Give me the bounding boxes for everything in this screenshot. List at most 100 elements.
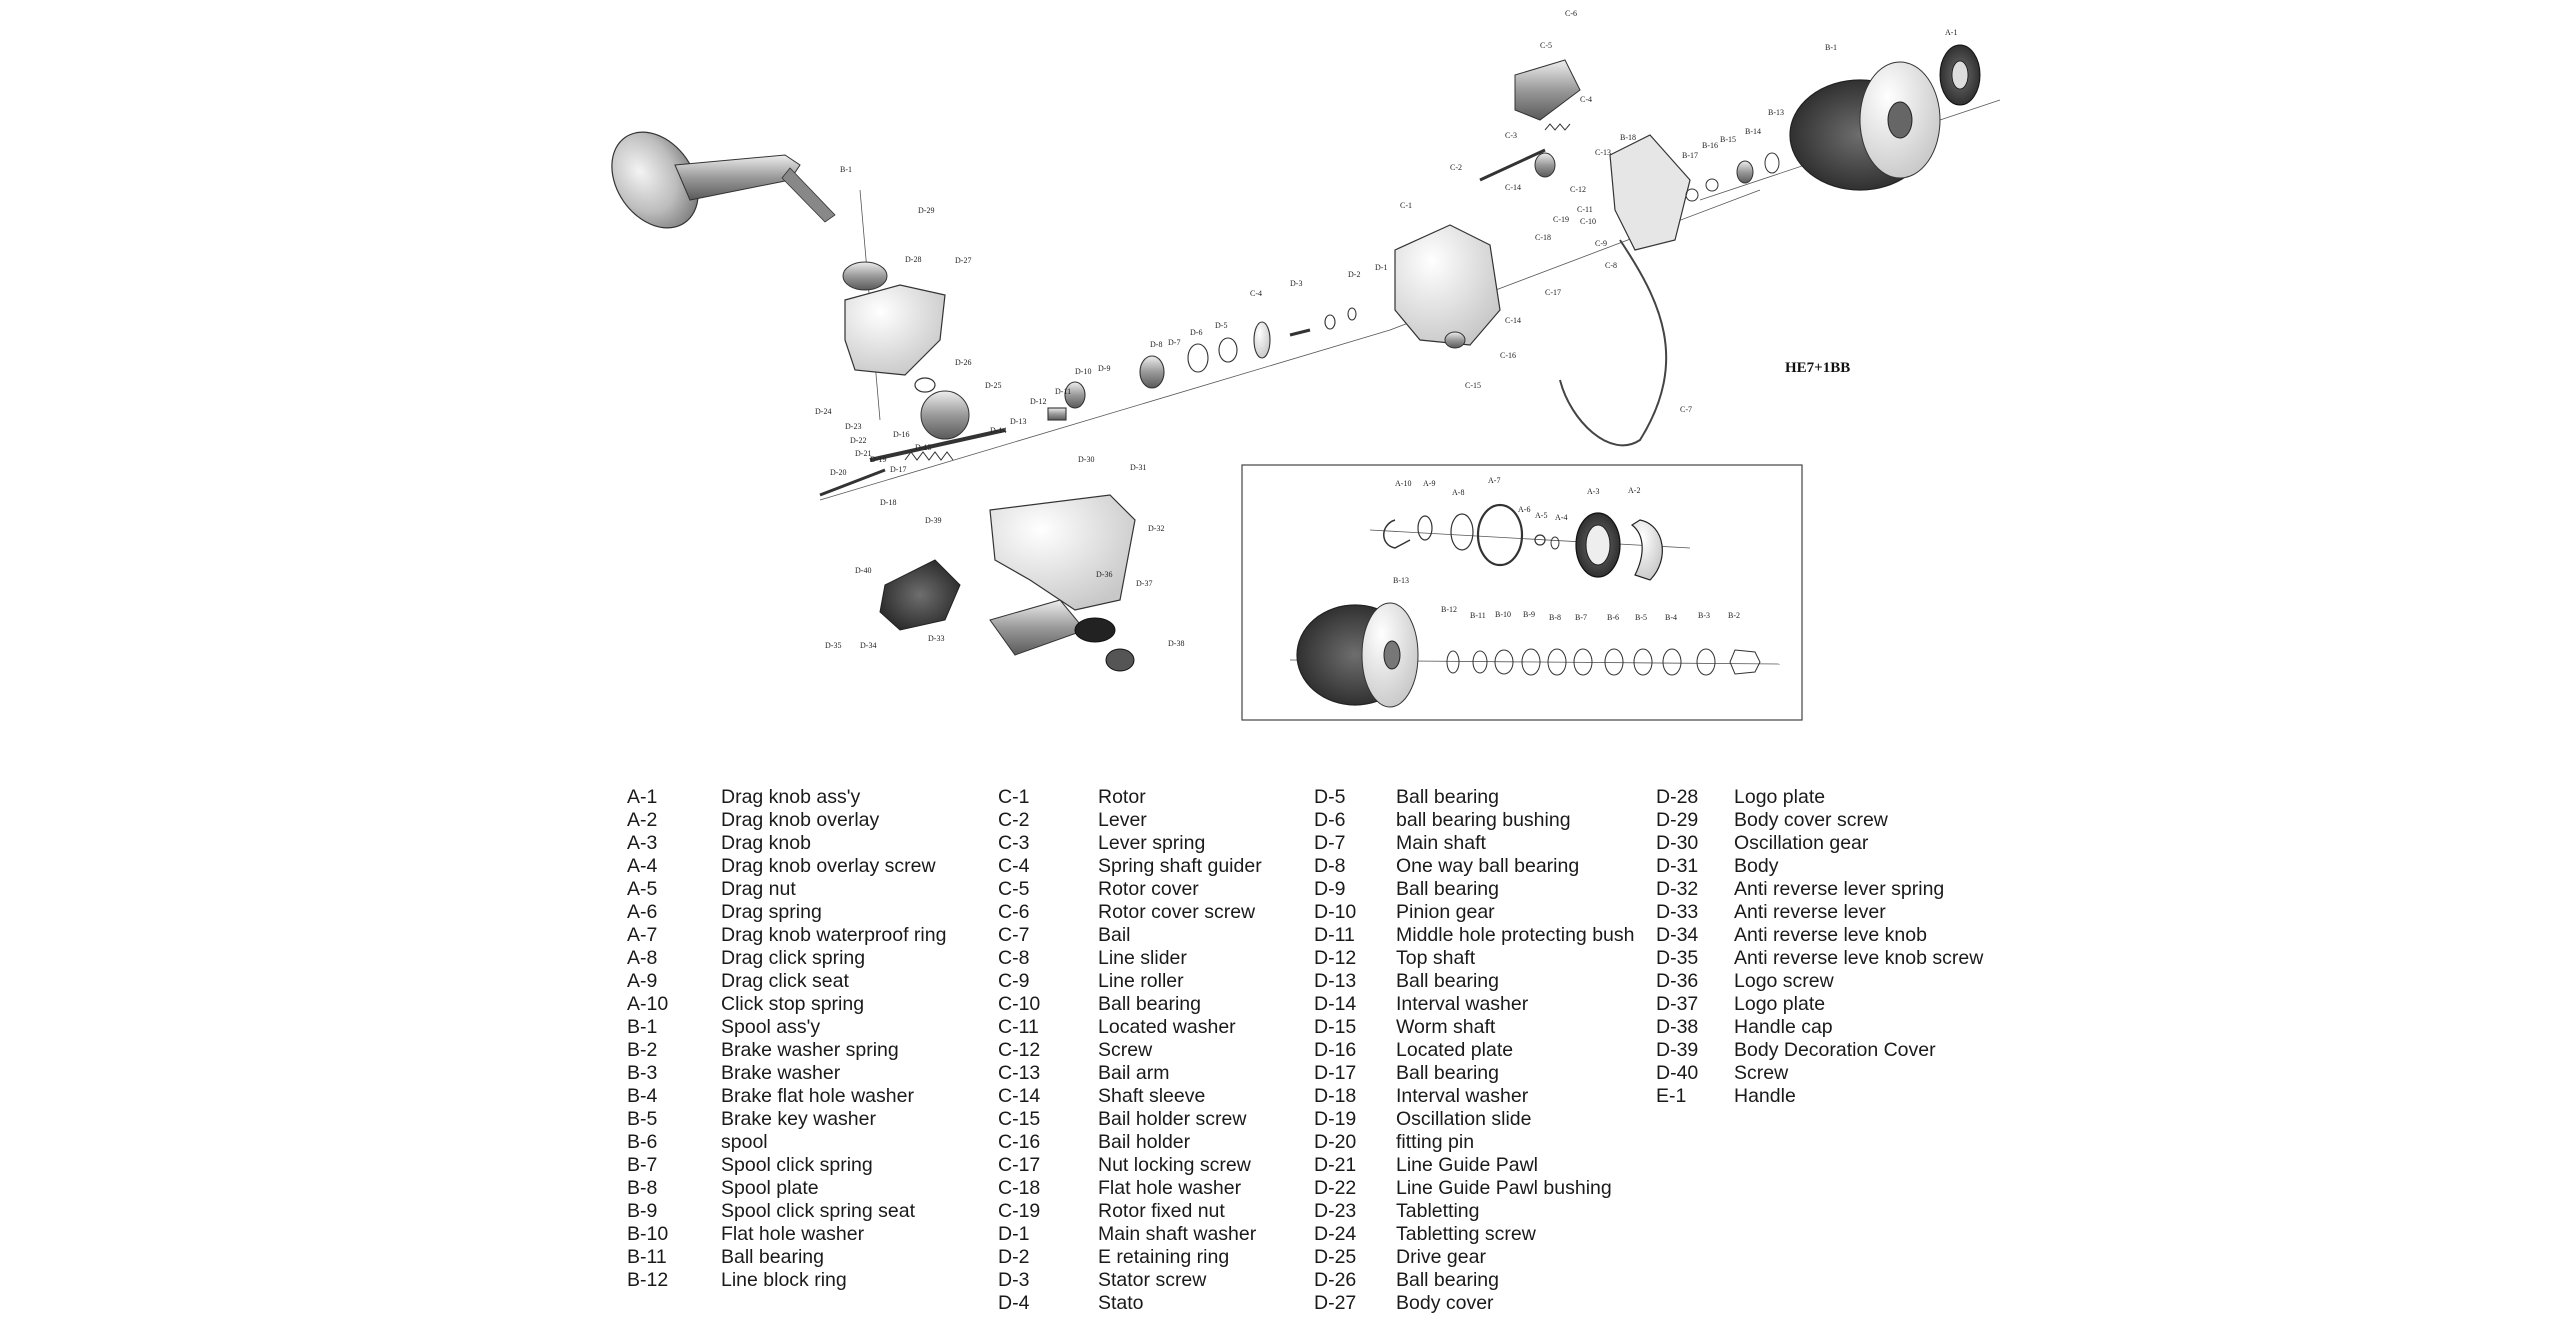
part-name: Ball bearing bbox=[1396, 878, 1499, 900]
rotor bbox=[1394, 224, 1501, 346]
callout-d26: D-26 bbox=[955, 358, 971, 367]
part-code: C-14 bbox=[998, 1085, 1041, 1107]
part-code: B-8 bbox=[627, 1177, 658, 1199]
part-name: Drag knob overlay bbox=[721, 809, 880, 831]
spool-plate bbox=[1736, 160, 1754, 184]
callout-d9: D-9 bbox=[1098, 364, 1110, 373]
part-name: Main shaft washer bbox=[1098, 1223, 1257, 1245]
part-code: D-40 bbox=[1656, 1062, 1699, 1084]
part-code: D-17 bbox=[1314, 1062, 1357, 1084]
part-name: Brake key washer bbox=[721, 1108, 876, 1130]
callout-d30: D-30 bbox=[1078, 455, 1094, 464]
lever bbox=[1479, 148, 1546, 182]
part-code: D-2 bbox=[998, 1246, 1030, 1268]
part-code: D-35 bbox=[1656, 947, 1699, 969]
callout-d13: D-13 bbox=[1010, 417, 1026, 426]
part-code: C-5 bbox=[998, 878, 1030, 900]
inset-washer-b3 bbox=[1696, 648, 1716, 676]
part-code: D-4 bbox=[998, 1292, 1030, 1314]
callout-inset-a8: A-8 bbox=[1452, 488, 1464, 497]
part-code: C-12 bbox=[998, 1039, 1041, 1061]
part-code: A-1 bbox=[627, 786, 658, 808]
part-name: Ball bearing bbox=[721, 1246, 824, 1268]
spool-washer-1 bbox=[1685, 188, 1699, 202]
bail-arm bbox=[1609, 134, 1691, 251]
part-name: Top shaft bbox=[1396, 947, 1476, 969]
part-name: Drag spring bbox=[721, 901, 822, 923]
callout-inset-b11: B-11 bbox=[1470, 611, 1486, 620]
part-name: Ball bearing bbox=[1396, 970, 1499, 992]
part-code: D-19 bbox=[1314, 1108, 1357, 1130]
bearing-bushing bbox=[1187, 343, 1209, 373]
part-code: B-11 bbox=[627, 1246, 667, 1268]
part-name: One way ball bearing bbox=[1396, 855, 1580, 877]
part-code: A-2 bbox=[627, 809, 658, 831]
part-name: Pinion gear bbox=[1396, 901, 1495, 923]
part-code: A-6 bbox=[627, 901, 658, 923]
part-name: Spool plate bbox=[721, 1177, 819, 1199]
part-name: Drag knob overlay screw bbox=[721, 855, 936, 877]
middle-bush bbox=[1047, 407, 1067, 421]
part-name: Rotor cover screw bbox=[1098, 901, 1256, 923]
callout-d31: D-31 bbox=[1130, 463, 1146, 472]
part-code: B-12 bbox=[627, 1269, 669, 1291]
callout-d28: D-28 bbox=[905, 255, 921, 264]
part-name: Interval washer bbox=[1396, 1085, 1529, 1107]
part-name: Drive gear bbox=[1396, 1246, 1486, 1268]
callout-c17: C-17 bbox=[1545, 288, 1561, 297]
worm-shaft bbox=[869, 428, 1006, 462]
callout-inset-a6: A-6 bbox=[1518, 505, 1530, 514]
callout-d10: D-10 bbox=[1075, 367, 1091, 376]
part-code: D-13 bbox=[1314, 970, 1357, 992]
part-code: D-38 bbox=[1656, 1016, 1699, 1038]
part-name: Handle cap bbox=[1734, 1016, 1833, 1038]
part-name: Screw bbox=[1098, 1039, 1153, 1061]
inset-washer-b5 bbox=[1633, 648, 1653, 676]
part-code: D-11 bbox=[1314, 924, 1355, 946]
part-code: D-21 bbox=[1314, 1154, 1357, 1176]
part-name: Shaft sleeve bbox=[1098, 1085, 1206, 1107]
anti-reverse-screw bbox=[819, 468, 886, 497]
callout-d27: D-27 bbox=[955, 256, 971, 265]
part-name: Drag click seat bbox=[721, 970, 849, 992]
part-code: D-9 bbox=[1314, 878, 1346, 900]
part-name: Logo plate bbox=[1734, 786, 1826, 808]
part-name: Middle hole protecting bush bbox=[1396, 924, 1635, 946]
inset-washer-stack bbox=[1446, 648, 1761, 676]
callout-d15: D-15 bbox=[915, 443, 931, 452]
callout-b13: B-13 bbox=[1768, 108, 1784, 117]
inset-click-spring bbox=[1383, 519, 1411, 549]
part-code: D-22 bbox=[1314, 1177, 1357, 1199]
inset-spool-hole bbox=[1383, 640, 1401, 670]
part-code: D-37 bbox=[1656, 993, 1699, 1015]
part-name: Body cover screw bbox=[1734, 809, 1888, 831]
callout-inset-b10: B-10 bbox=[1495, 610, 1511, 619]
callout-d24: D-24 bbox=[815, 407, 831, 416]
part-name: Line Guide Pawl bushing bbox=[1396, 1177, 1612, 1199]
rotor-group bbox=[1394, 59, 1691, 447]
part-code: B-1 bbox=[627, 1016, 658, 1038]
part-code: C-11 bbox=[998, 1016, 1039, 1038]
callout-d8: D-8 bbox=[1150, 340, 1162, 349]
part-code: D-29 bbox=[1656, 809, 1699, 831]
part-name: Ball bearing bbox=[1396, 786, 1499, 808]
part-code: D-32 bbox=[1656, 878, 1699, 900]
spool-washer-2 bbox=[1705, 178, 1719, 192]
part-code: B-7 bbox=[627, 1154, 658, 1176]
handle-knob bbox=[611, 131, 699, 229]
part-name: Drag knob waterproof ring bbox=[721, 924, 947, 946]
part-name: Body cover bbox=[1396, 1292, 1494, 1314]
bail-wire bbox=[1559, 239, 1668, 447]
part-code: C-6 bbox=[998, 901, 1030, 923]
part-code: B-6 bbox=[627, 1131, 658, 1153]
part-name: Tabletting bbox=[1396, 1200, 1480, 1222]
part-name: Spool ass'y bbox=[721, 1016, 821, 1038]
part-code: C-2 bbox=[998, 809, 1030, 831]
callout-inset-a5: A-5 bbox=[1535, 511, 1547, 520]
part-name: Rotor bbox=[1098, 786, 1146, 808]
inset-drag-knob-inner bbox=[1585, 524, 1611, 566]
callout-c1: C-1 bbox=[1400, 201, 1412, 210]
part-code: D-18 bbox=[1314, 1085, 1357, 1107]
callout-c10: C-10 bbox=[1580, 217, 1596, 226]
inset-click-seat bbox=[1417, 515, 1433, 541]
